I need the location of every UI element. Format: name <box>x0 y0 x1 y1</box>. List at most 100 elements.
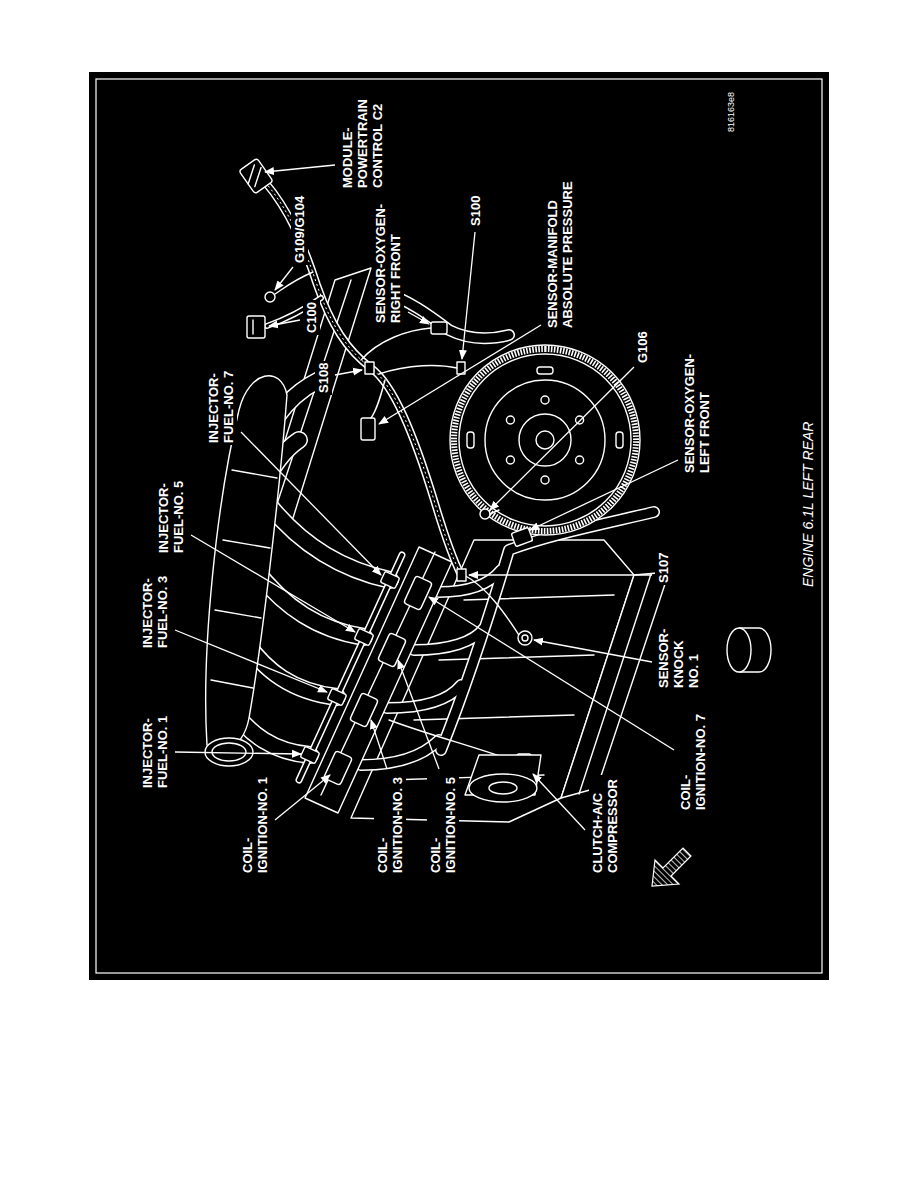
callout-label: SENSOR- KNOCK NO. 1 <box>655 624 702 690</box>
sensor-wire <box>371 380 385 418</box>
leader-line <box>241 432 381 575</box>
ring-gear-teeth <box>454 349 636 531</box>
ring-gear <box>459 354 631 526</box>
leader-line <box>490 367 634 510</box>
callout-label: COIL- IGNITION-NO. 7 <box>677 709 709 812</box>
ac-clutch-hub <box>489 782 517 794</box>
wire-harness <box>265 182 461 575</box>
sensor-wire <box>464 575 519 635</box>
callout-label: SENSOR-MANIFOLD ABSOLUTE PRESSURE <box>544 177 576 330</box>
leader-line <box>408 312 429 324</box>
callout-label: INJECTOR- FUEL-NO. 7 <box>205 366 237 445</box>
bolt-hole <box>576 416 584 424</box>
ground-eyelet <box>265 292 275 302</box>
fuel-injector <box>327 688 347 706</box>
callout-label: COIL- IGNITION-NO. 5 <box>427 772 459 875</box>
oil-pan <box>561 572 669 798</box>
fuel-injector <box>380 571 400 589</box>
leader-line <box>530 460 678 530</box>
callout-label: SENSOR-OXYGEN- RIGHT FRONT <box>372 199 404 325</box>
leader-line <box>335 370 362 375</box>
wire-harness-inner <box>265 182 461 575</box>
callout-label: INJECTOR- FUEL-NO. 1 <box>139 711 171 790</box>
throttle-bore <box>212 743 246 761</box>
flywheel-slot <box>537 367 553 374</box>
flywheel-slot <box>616 432 623 448</box>
leader-line <box>275 267 293 290</box>
pan-rail <box>579 574 651 794</box>
leader-line <box>175 630 327 692</box>
ground-eyelet <box>480 509 490 519</box>
leader-line <box>534 640 652 662</box>
leader-line <box>191 535 355 632</box>
bolt-hole <box>576 456 584 464</box>
oxygen-sensor <box>431 322 447 334</box>
bolt-hole <box>541 396 549 404</box>
leader-line <box>371 720 387 769</box>
figure-panel: MODULE- POWERTRAIN CONTROL C2 C100 G109/G1… <box>89 72 829 980</box>
callout-label: S108 <box>315 361 332 395</box>
pcm-connector <box>239 158 273 194</box>
oil-filter-top <box>727 628 751 672</box>
harness-corrugation <box>265 182 461 575</box>
knock-sensor-bolt <box>522 635 528 641</box>
sensor-wire <box>379 366 457 374</box>
orientation-arrow <box>652 848 691 886</box>
leader-line <box>175 752 301 754</box>
leader-line <box>398 660 439 769</box>
splice <box>365 362 374 374</box>
ignition-coil <box>404 576 433 611</box>
ignition-coil <box>378 633 407 668</box>
flywheel-slot <box>467 432 474 448</box>
splice <box>457 569 466 581</box>
ac-pulley <box>469 774 537 802</box>
figure-code: 816163e8 <box>725 90 738 134</box>
knock-sensor <box>518 631 532 645</box>
leader-line <box>429 597 674 750</box>
leader-line <box>469 574 652 575</box>
leader-line <box>275 775 330 820</box>
callout-label: INJECTOR- FUEL-NO. 3 <box>139 571 171 650</box>
fuel-rail-inner <box>299 555 402 780</box>
leader-line <box>269 320 300 326</box>
leader-line <box>533 774 585 830</box>
callout-label: CLUTCH-A/C COMPRESSOR <box>589 775 621 875</box>
callout-label: G106 <box>634 329 651 365</box>
callout-label: G109/G104 <box>291 194 308 265</box>
ignition-coil <box>324 751 353 786</box>
callout-label: S100 <box>467 194 484 228</box>
leader-line <box>379 325 541 424</box>
callout-label: C100 <box>303 300 320 335</box>
sensor-wire <box>361 328 431 360</box>
callout-label: MODULE- POWERTRAIN CONTROL C2 <box>339 95 386 190</box>
connector-rib <box>241 163 268 189</box>
bolt-hole <box>541 476 549 484</box>
fuel-injector <box>354 628 374 646</box>
engine-illustration <box>89 72 829 980</box>
connector-rib <box>252 320 253 334</box>
plenum-rib <box>211 470 277 688</box>
figure-caption: ENGINE 6.1L LEFT REAR <box>800 420 817 589</box>
callout-label: COIL- IGNITION-NO. 3 <box>374 772 406 875</box>
map-sensor <box>361 418 375 440</box>
flywheel-face <box>485 380 605 500</box>
cover-ridge <box>321 552 435 795</box>
fuel-rail <box>299 555 402 780</box>
flywheel-hub <box>519 414 571 466</box>
callout-label: SENSOR-OXYGEN- LEFT FRONT <box>681 349 713 475</box>
inline-connector <box>247 316 265 338</box>
flywheel <box>450 345 640 535</box>
callout-label: S107 <box>655 551 672 585</box>
callout-label: INJECTOR- FUEL-NO. 5 <box>155 476 187 555</box>
bolt-hole <box>506 456 514 464</box>
callout-label: COIL- IGNITION-NO. 1 <box>239 772 271 875</box>
inner-border <box>96 79 822 973</box>
ignition-coil <box>350 693 379 728</box>
oxygen-sensor <box>511 527 533 546</box>
crank-center <box>536 431 554 449</box>
leader-line <box>462 232 475 359</box>
fuel-injector <box>300 746 320 764</box>
leader-line <box>265 165 335 172</box>
bolt-hole <box>506 416 514 424</box>
ground-stud <box>490 510 499 514</box>
